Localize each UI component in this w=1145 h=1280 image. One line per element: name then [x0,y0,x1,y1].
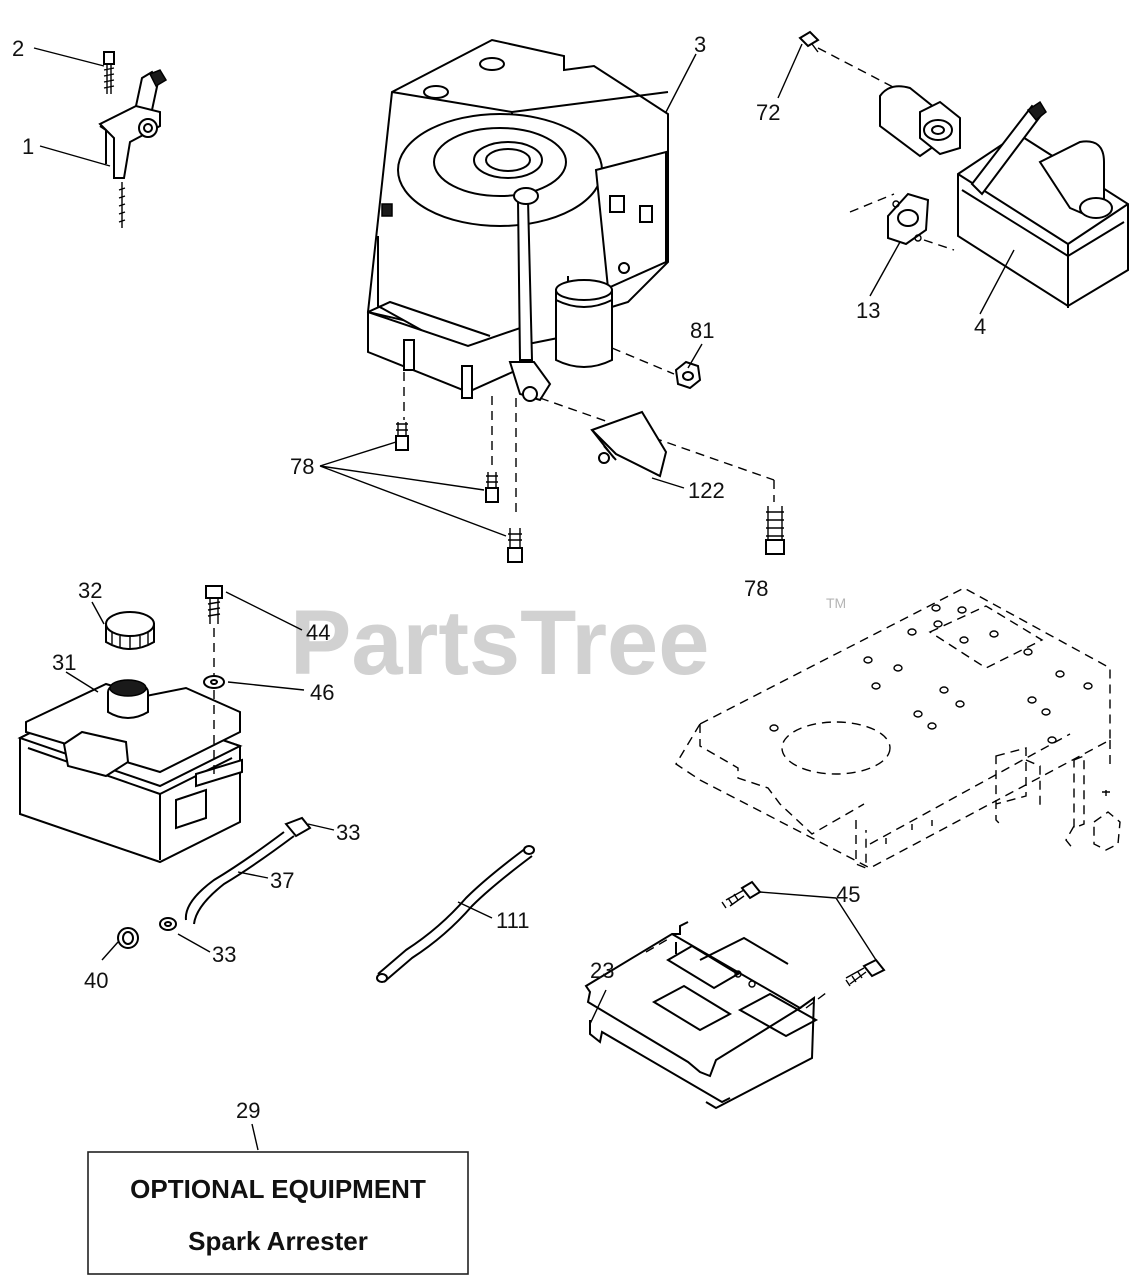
callout-37: 37 [270,868,294,893]
fuel-line-part [117,816,312,949]
callout-2: 2 [12,36,24,61]
fuel-tank-part [17,611,243,864]
tank-screw-part [203,585,225,776]
engine-bolts-part [395,422,785,563]
callout-33-top: 33 [336,820,360,845]
hose-part [376,845,535,983]
optional-equipment-box: OPTIONAL EQUIPMENT Spark Arrester [87,1151,469,1275]
callout-1: 1 [22,134,34,159]
heat-shield-plate-part [584,880,886,1110]
muffler-part [798,30,1129,308]
nut-part [674,360,702,390]
callout-81: 81 [690,318,714,343]
watermark: PartsTree TM [290,592,846,694]
watermark-trademark: TM [826,595,846,611]
callout-32: 32 [78,578,102,603]
callout-4: 4 [974,314,986,339]
callout-78-right: 78 [744,576,768,601]
engine-part [366,38,775,518]
callout-78-left: 78 [290,454,314,479]
watermark-text: PartsTree [290,592,709,694]
optional-equipment-title: OPTIONAL EQUIPMENT [130,1174,426,1204]
callout-33-bottom: 33 [212,942,236,967]
frame-holes [769,604,1093,744]
leader-lines [33,43,1015,1151]
callout-numbers: 2 1 3 72 13 4 81 78 122 78 32 44 31 46 3… [12,32,986,1123]
callout-31: 31 [52,650,76,675]
frame-part [675,587,1121,870]
callout-23: 23 [590,958,614,983]
callout-3: 3 [694,32,706,57]
callout-44: 44 [306,620,330,645]
shield-part [590,410,668,478]
throttle-bracket-part [98,51,168,228]
callout-46: 46 [310,680,334,705]
callout-29: 29 [236,1098,260,1123]
callout-122: 122 [688,478,725,503]
callout-72: 72 [756,100,780,125]
callout-45: 45 [836,882,860,907]
callout-111: 111 [496,908,529,933]
spark-arrester-label: Spark Arrester [188,1226,368,1256]
callout-13: 13 [856,298,880,323]
callout-40: 40 [84,968,108,993]
